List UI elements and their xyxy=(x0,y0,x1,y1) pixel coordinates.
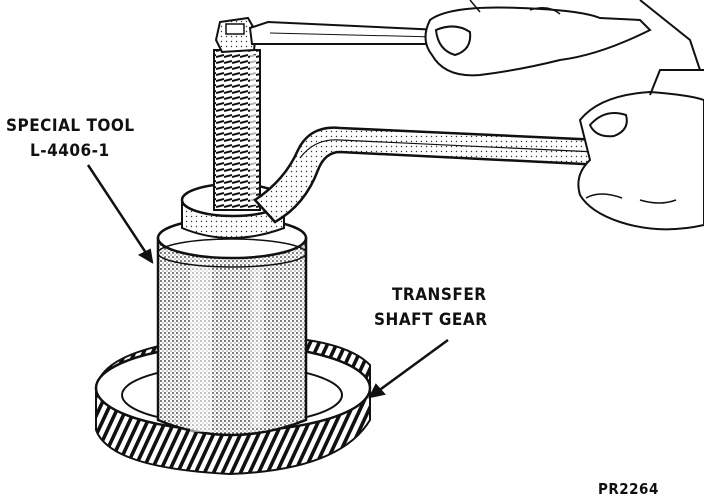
hand-icon xyxy=(577,69,704,231)
figure-code: PR2264 xyxy=(598,480,659,498)
threaded-screw xyxy=(213,16,261,211)
gear-leader-arrow xyxy=(368,338,449,399)
special-tool-body xyxy=(156,216,308,437)
wrench-handle xyxy=(253,126,606,224)
hand-icon xyxy=(424,0,701,77)
special-tool-number: L-4406-1 xyxy=(30,141,110,161)
shaft-gear-label: SHAFT GEAR xyxy=(374,310,488,330)
special-tool-label: SPECIAL TOOL xyxy=(6,116,135,136)
transfer-label: TRANSFER xyxy=(392,285,487,305)
tool-leader-arrow xyxy=(86,164,154,264)
wrench-icon xyxy=(248,20,441,45)
